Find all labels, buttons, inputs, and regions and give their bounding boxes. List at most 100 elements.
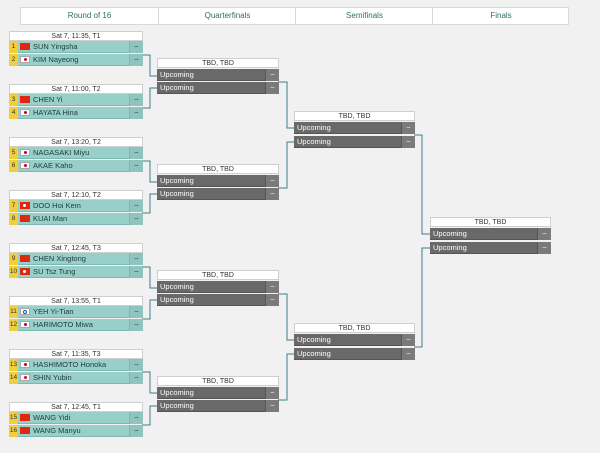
player-slot[interactable]: Upcoming – xyxy=(294,136,415,148)
seed-badge: 16 xyxy=(9,425,18,437)
player-slot[interactable]: Upcoming – xyxy=(157,175,279,187)
player-slot[interactable]: Upcoming – xyxy=(157,82,279,94)
player-row[interactable]: 11 YEH Yi-Tian – xyxy=(9,306,143,318)
player-slot[interactable]: Upcoming – xyxy=(430,228,551,240)
player-slot[interactable]: Upcoming – xyxy=(294,334,415,346)
slot-name: Upcoming xyxy=(160,388,194,397)
score: – xyxy=(129,319,143,331)
match-time-label: Sat 7, 12:10, T2 xyxy=(9,190,143,200)
hong-kong-flag-icon xyxy=(20,202,30,209)
player-name: HARIMOTO Miwa xyxy=(33,320,93,329)
player-name: SHIN Yubin xyxy=(33,373,72,382)
player-slot[interactable]: Upcoming – xyxy=(294,122,415,134)
korea-flag-icon xyxy=(20,56,30,63)
china-flag-icon xyxy=(20,43,30,50)
player-row[interactable]: 16 WANG Manyu – xyxy=(9,425,143,437)
player-row[interactable]: 7 DOO Hoi Kem – xyxy=(9,200,143,212)
player-name: AKAE Kaho xyxy=(33,161,73,170)
player-row[interactable]: 15 WANG Yidi – xyxy=(9,412,143,424)
player-name: SUN Yingsha xyxy=(33,42,78,51)
slot-name: Upcoming xyxy=(160,83,194,92)
player-row[interactable]: 10 SU Tsz Tung – xyxy=(9,266,143,278)
player-name: DOO Hoi Kem xyxy=(33,201,81,210)
seed-badge: 6 xyxy=(9,160,18,172)
match-time-label: TBD, TBD xyxy=(430,217,551,227)
player-slot[interactable]: Upcoming – xyxy=(157,281,279,293)
seed-badge: 8 xyxy=(9,213,18,225)
score: – xyxy=(129,306,143,318)
player-row[interactable]: 4 HAYATA Hina – xyxy=(9,107,143,119)
japan-flag-icon xyxy=(20,149,30,156)
player-row[interactable]: 3 CHEN Yi – xyxy=(9,94,143,106)
player-row[interactable]: 1 SUN Yingsha – xyxy=(9,41,143,53)
player-row[interactable]: 5 NAGASAKI Miyu – xyxy=(9,147,143,159)
score: – xyxy=(265,82,279,94)
player-slot[interactable]: Upcoming – xyxy=(157,400,279,412)
slot-name: Upcoming xyxy=(160,70,194,79)
score: – xyxy=(129,94,143,106)
seed-badge: 2 xyxy=(9,54,18,66)
player-slot[interactable]: Upcoming – xyxy=(157,69,279,81)
player-name: KUAI Man xyxy=(33,214,68,223)
header-round-of-16[interactable]: Round of 16 xyxy=(67,11,112,20)
player-slot[interactable]: Upcoming – xyxy=(157,387,279,399)
header-finals[interactable]: Finals xyxy=(432,8,569,24)
japan-flag-icon xyxy=(20,162,30,169)
score: – xyxy=(265,294,279,306)
seed-badge: 1 xyxy=(9,41,18,53)
slot-name: Upcoming xyxy=(160,176,194,185)
score: – xyxy=(401,348,415,360)
header-quarterfinals[interactable]: Quarterfinals xyxy=(158,8,296,24)
match-time-label: TBD, TBD xyxy=(294,323,415,333)
player-row[interactable]: 12 HARIMOTO Miwa – xyxy=(9,319,143,331)
player-name: WANG Yidi xyxy=(33,413,71,422)
player-row[interactable]: 2 KIM Nayeong – xyxy=(9,54,143,66)
seed-badge: 9 xyxy=(9,253,18,265)
score: – xyxy=(401,136,415,148)
china-flag-icon xyxy=(20,255,30,262)
match-time-label: Sat 7, 12:45, T3 xyxy=(9,243,143,253)
player-row[interactable]: 6 AKAE Kaho – xyxy=(9,160,143,172)
score: – xyxy=(129,107,143,119)
player-slot[interactable]: Upcoming – xyxy=(294,348,415,360)
korea-flag-icon xyxy=(20,374,30,381)
player-row[interactable]: 8 KUAI Man – xyxy=(9,213,143,225)
hong-kong-flag-icon xyxy=(20,268,30,275)
player-slot[interactable]: Upcoming – xyxy=(430,242,551,254)
player-row[interactable]: 14 SHIN Yubin – xyxy=(9,372,143,384)
score: – xyxy=(129,425,143,437)
chinese-taipei-flag-icon xyxy=(20,308,30,315)
slot-name: Upcoming xyxy=(160,189,194,198)
score: – xyxy=(129,54,143,66)
player-name: CHEN Xingtong xyxy=(33,254,86,263)
score: – xyxy=(537,242,551,254)
player-slot[interactable]: Upcoming – xyxy=(157,294,279,306)
player-row[interactable]: 9 CHEN Xingtong – xyxy=(9,253,143,265)
score: – xyxy=(401,334,415,346)
seed-badge: 10 xyxy=(9,266,18,278)
slot-name: Upcoming xyxy=(297,123,331,132)
score: – xyxy=(129,41,143,53)
player-row[interactable]: 13 HASHIMOTO Honoka – xyxy=(9,359,143,371)
player-name: HAYATA Hina xyxy=(33,108,78,117)
score: – xyxy=(129,147,143,159)
match-time-label: TBD, TBD xyxy=(157,164,279,174)
player-name: HASHIMOTO Honoka xyxy=(33,360,107,369)
seed-badge: 4 xyxy=(9,107,18,119)
match-time-label: TBD, TBD xyxy=(157,376,279,386)
japan-flag-icon xyxy=(20,109,30,116)
header-semifinals[interactable]: Semifinals xyxy=(295,8,433,24)
slot-name: Upcoming xyxy=(297,137,331,146)
slot-name: Upcoming xyxy=(160,282,194,291)
score: – xyxy=(129,359,143,371)
seed-badge: 11 xyxy=(9,306,18,318)
match-time-label: Sat 7, 13:55, T1 xyxy=(9,296,143,306)
seed-badge: 14 xyxy=(9,372,18,384)
score: – xyxy=(265,188,279,200)
player-slot[interactable]: Upcoming – xyxy=(157,188,279,200)
match-time-label: Sat 7, 11:00, T2 xyxy=(9,84,143,94)
china-flag-icon xyxy=(20,427,30,434)
score: – xyxy=(265,400,279,412)
slot-name: Upcoming xyxy=(160,401,194,410)
